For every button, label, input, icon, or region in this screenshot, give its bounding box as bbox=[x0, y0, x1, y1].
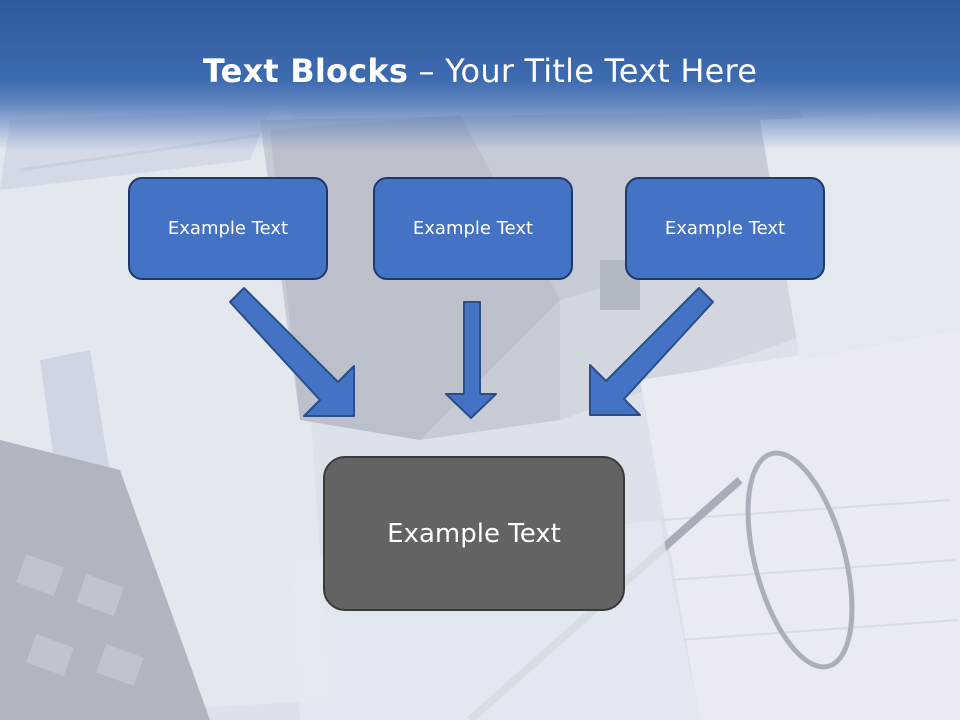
text-block-2-label: Example Text bbox=[412, 218, 534, 239]
text-block-3-label: Example Text bbox=[664, 218, 786, 239]
title-rest: Your Title Text Here bbox=[445, 52, 758, 90]
arrow-left bbox=[229, 287, 355, 417]
title-bold: Text Blocks bbox=[202, 52, 409, 90]
title-bar bbox=[0, 0, 960, 150]
text-block-3[interactable]: Example Text bbox=[625, 177, 825, 280]
text-block-2[interactable]: Example Text bbox=[373, 177, 573, 280]
arrow-right bbox=[589, 287, 714, 416]
target-block[interactable]: Example Text bbox=[323, 456, 625, 611]
target-block-label: Example Text bbox=[387, 518, 561, 549]
arrow-center bbox=[445, 301, 497, 419]
slide-title: Text Blocks – Your Title Text Here bbox=[0, 52, 960, 90]
text-block-1-label: Example Text bbox=[167, 218, 289, 239]
title-separator: – bbox=[408, 52, 446, 90]
text-block-1[interactable]: Example Text bbox=[128, 177, 328, 280]
